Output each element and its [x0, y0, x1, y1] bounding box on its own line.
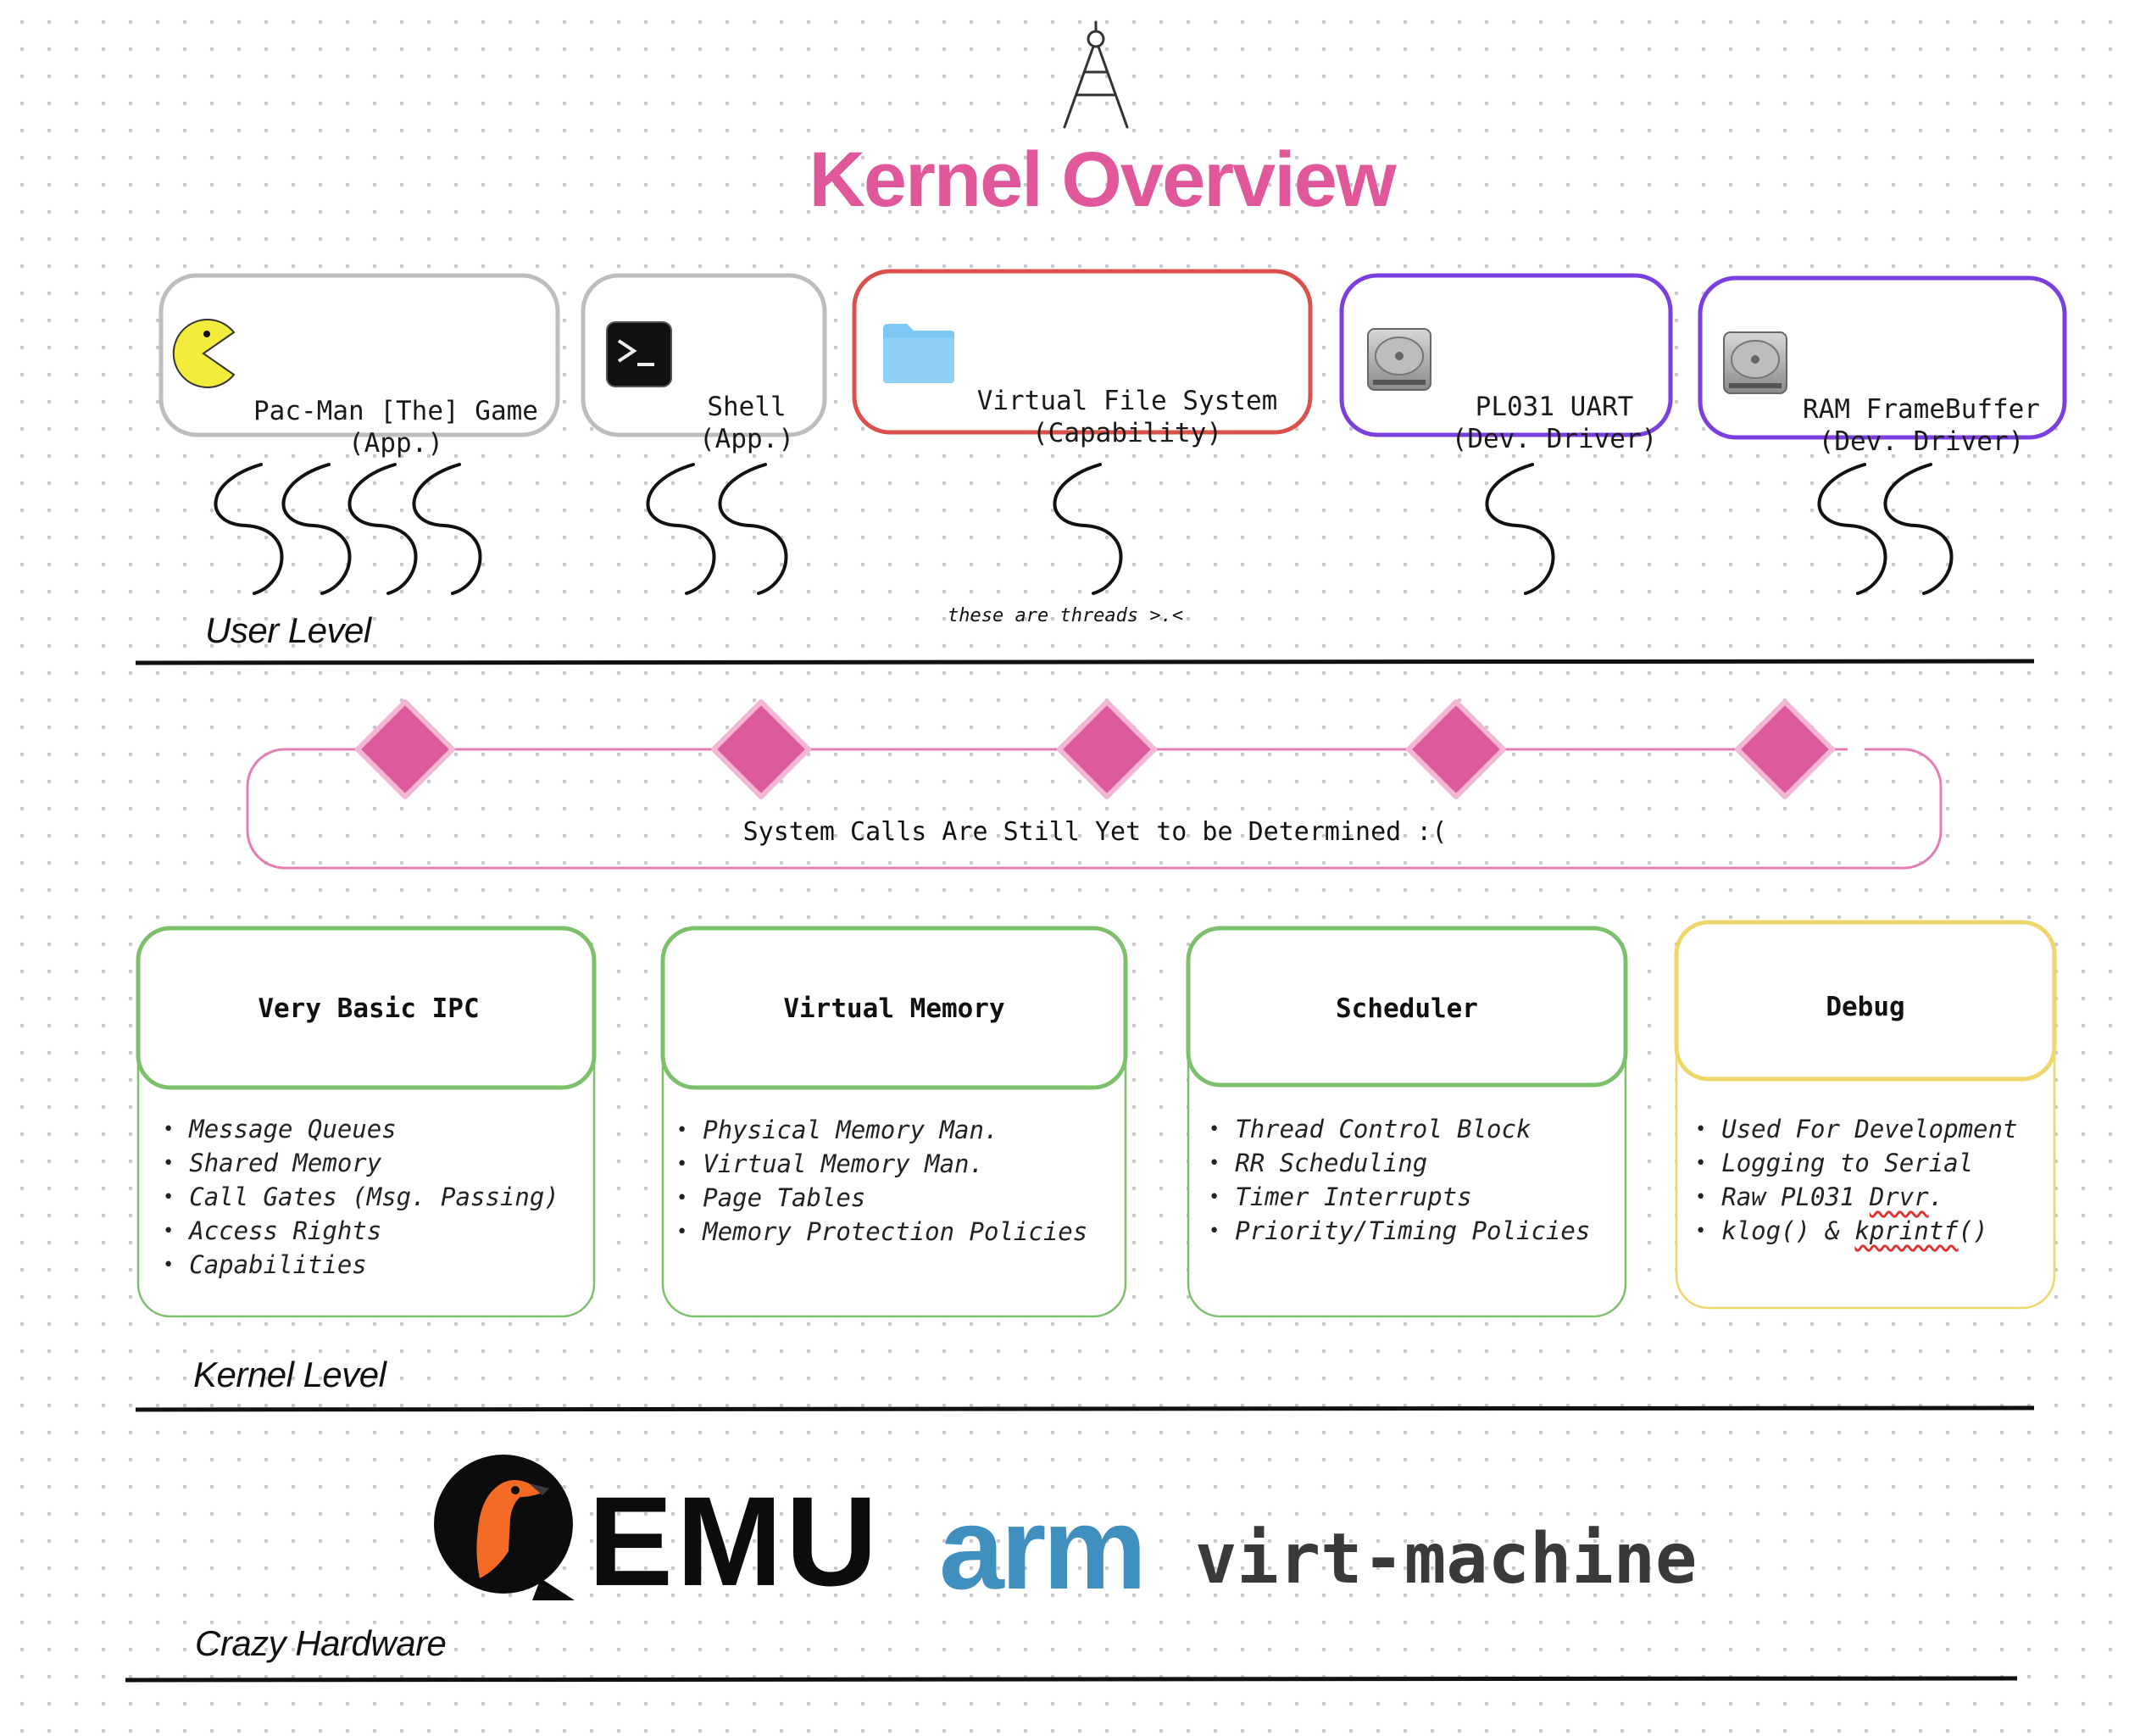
list-item: Shared Memory	[163, 1148, 559, 1182]
syscall-diamond[interactable]	[1406, 699, 1506, 799]
thread-icon	[1053, 463, 1123, 595]
thread-squiggles	[214, 463, 1954, 595]
list-item: Capabilities	[163, 1249, 559, 1283]
kernel-level-label: Kernel Level	[193, 1355, 386, 1394]
module-list-scheduler: Thread Control Block RR Scheduling Timer…	[1209, 1114, 1590, 1249]
list-item: Message Queues	[163, 1114, 559, 1148]
app-label-vfs: Virtual File System(Capability)	[976, 386, 1278, 448]
threads-note: these are threads >.<	[948, 605, 1184, 626]
compass-logo-icon	[1063, 20, 1129, 129]
list-item: Physical Memory Man.	[676, 1115, 1087, 1149]
list-item: Call Gates (Msg. Passing)	[163, 1182, 559, 1216]
thread-icon	[1485, 463, 1555, 595]
thread-icon	[281, 463, 352, 595]
module-header-box	[1674, 920, 2057, 1082]
list-item: Raw PL031 Drvr.	[1695, 1182, 2017, 1216]
pacman-icon	[170, 317, 237, 390]
list-item: Logging to Serial	[1695, 1148, 2017, 1182]
app-label-pacman: Pac-Man [The] Game(App.)	[253, 396, 538, 459]
module-title-debug: Debug	[1826, 992, 1905, 1022]
list-item: klog() & kprintf()	[1695, 1216, 2017, 1249]
terminal-icon	[605, 320, 673, 388]
list-item: Access Rights	[163, 1216, 559, 1249]
arm-logo-text: arm	[939, 1483, 1147, 1614]
app-box-vfs[interactable]	[852, 269, 1313, 435]
list-item: Virtual Memory Man.	[676, 1149, 1087, 1182]
syscall-diamond[interactable]	[1057, 699, 1157, 799]
app-label-shell: Shell(App.)	[699, 392, 794, 454]
qemu-logo-text: EMU	[588, 1470, 881, 1612]
list-item: Priority/Timing Policies	[1209, 1216, 1590, 1249]
thread-icon	[646, 463, 716, 595]
module-list-debug: Used For Development Logging to Serial R…	[1695, 1114, 2017, 1249]
folder-icon	[880, 320, 958, 385]
qemu-logo-icon	[431, 1451, 580, 1600]
app-label-uart: PL031 UART(Dev. Driver)	[1451, 392, 1658, 454]
page-title: Kernel Overview	[809, 136, 1396, 223]
thread-icon	[1883, 463, 1954, 595]
virt-machine-text: virt-machine	[1195, 1519, 1698, 1600]
syscalls-label: System Calls Are Still Yet to be Determi…	[742, 817, 1448, 847]
app-box-shell[interactable]	[581, 273, 827, 437]
hard-drive-icon	[1363, 322, 1436, 395]
syscall-diamond[interactable]	[1735, 699, 1835, 799]
module-title-scheduler: Scheduler	[1336, 993, 1478, 1024]
syscall-diamonds	[355, 699, 1835, 799]
app-box-pacman[interactable]	[158, 273, 560, 437]
list-item: Thread Control Block	[1209, 1114, 1590, 1148]
hard-drive-icon	[1719, 326, 1792, 398]
app-label-framebuffer: RAM FrameBuffer(Dev. Driver)	[1803, 394, 2040, 457]
thread-icon	[718, 463, 788, 595]
syscall-diamond[interactable]	[711, 699, 811, 799]
thread-icon	[1817, 463, 1887, 595]
thread-icon	[347, 463, 418, 595]
list-item: RR Scheduling	[1209, 1148, 1590, 1182]
syscall-diamond[interactable]	[355, 699, 455, 799]
hardware-level-divider	[125, 1676, 2018, 1683]
module-header-box	[136, 926, 597, 1090]
list-item: Memory Protection Policies	[676, 1216, 1087, 1250]
kernel-level-divider	[135, 1405, 2035, 1412]
module-title-ipc: Very Basic IPC	[258, 993, 480, 1024]
list-item: Page Tables	[676, 1182, 1087, 1216]
user-level-label: User Level	[205, 610, 371, 650]
module-list-ipc: Message Queues Shared Memory Call Gates …	[163, 1114, 559, 1283]
list-item: Timer Interrupts	[1209, 1182, 1590, 1216]
app-box-framebuffer[interactable]	[1698, 275, 2067, 440]
app-box-uart[interactable]	[1339, 273, 1673, 437]
module-header-box	[1186, 926, 1628, 1088]
hardware-level-label: Crazy Hardware	[195, 1623, 447, 1663]
thread-icon	[412, 463, 482, 595]
thread-icon	[214, 463, 284, 595]
module-header-box	[660, 926, 1128, 1090]
user-level-divider	[135, 659, 2035, 665]
module-list-vm: Physical Memory Man. Virtual Memory Man.…	[676, 1115, 1087, 1250]
module-title-vm: Virtual Memory	[783, 993, 1005, 1024]
list-item: Used For Development	[1695, 1114, 2017, 1148]
